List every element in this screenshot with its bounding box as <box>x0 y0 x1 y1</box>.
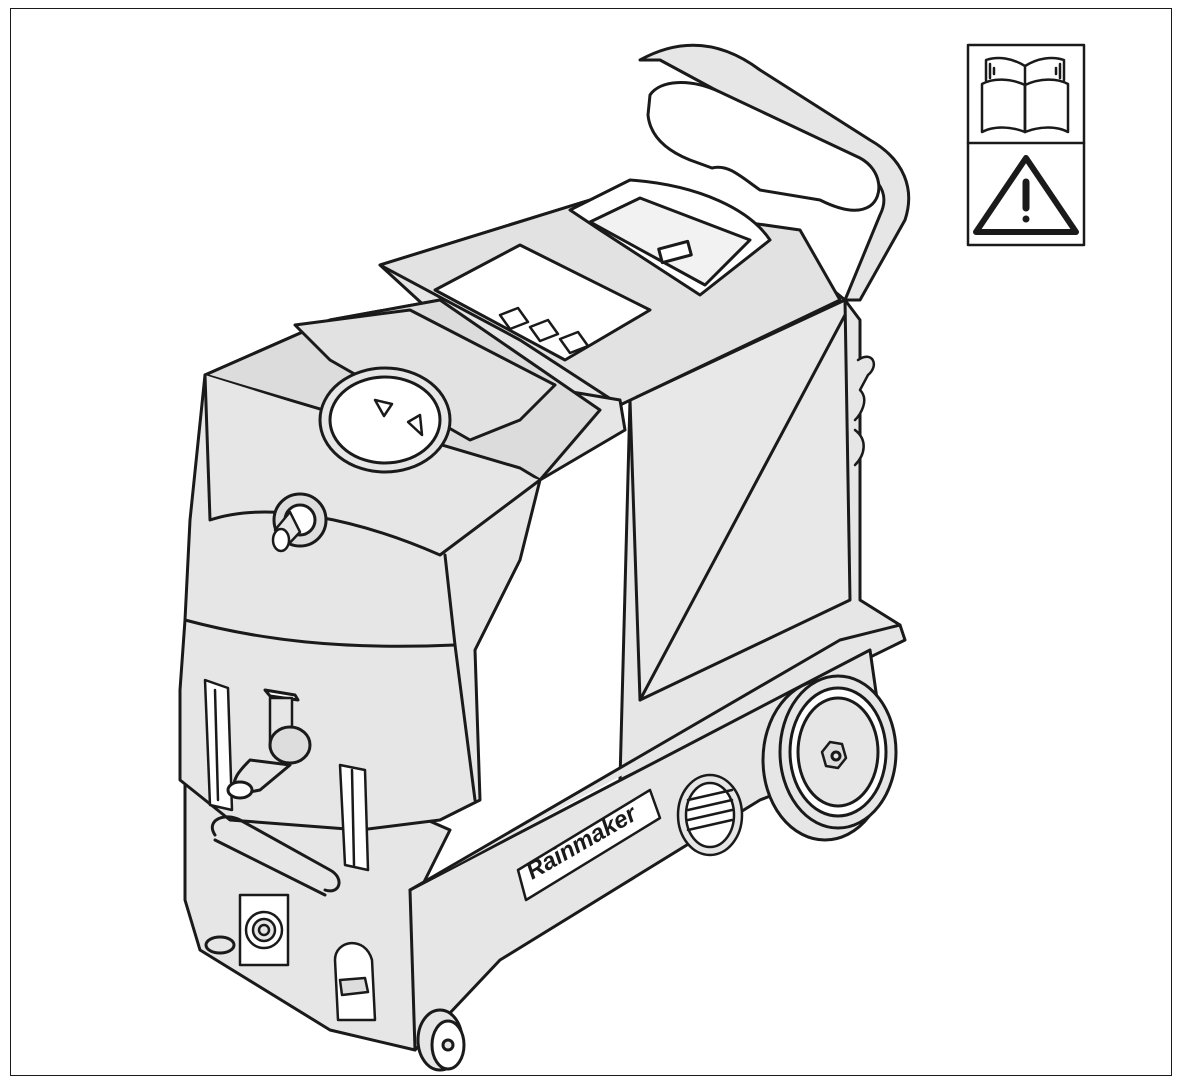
sight-tube-left <box>203 678 234 812</box>
sight-tube-right <box>338 763 370 872</box>
hose-connector <box>271 492 328 553</box>
rear-wheel <box>761 674 898 842</box>
read-manual-icon <box>980 56 1070 134</box>
switch-panel <box>498 306 590 355</box>
safety-symbols-panel <box>966 43 1086 247</box>
water-inlet <box>333 941 377 1022</box>
warning-triangle-icon <box>973 155 1079 235</box>
fan-vent-front <box>238 893 290 967</box>
handle <box>638 43 911 302</box>
front-caster <box>416 1008 466 1072</box>
front-handle <box>211 815 341 893</box>
machine-body <box>178 43 911 1072</box>
brand-plate <box>516 788 662 902</box>
side-vent <box>676 773 744 857</box>
drain-valve <box>226 688 312 800</box>
